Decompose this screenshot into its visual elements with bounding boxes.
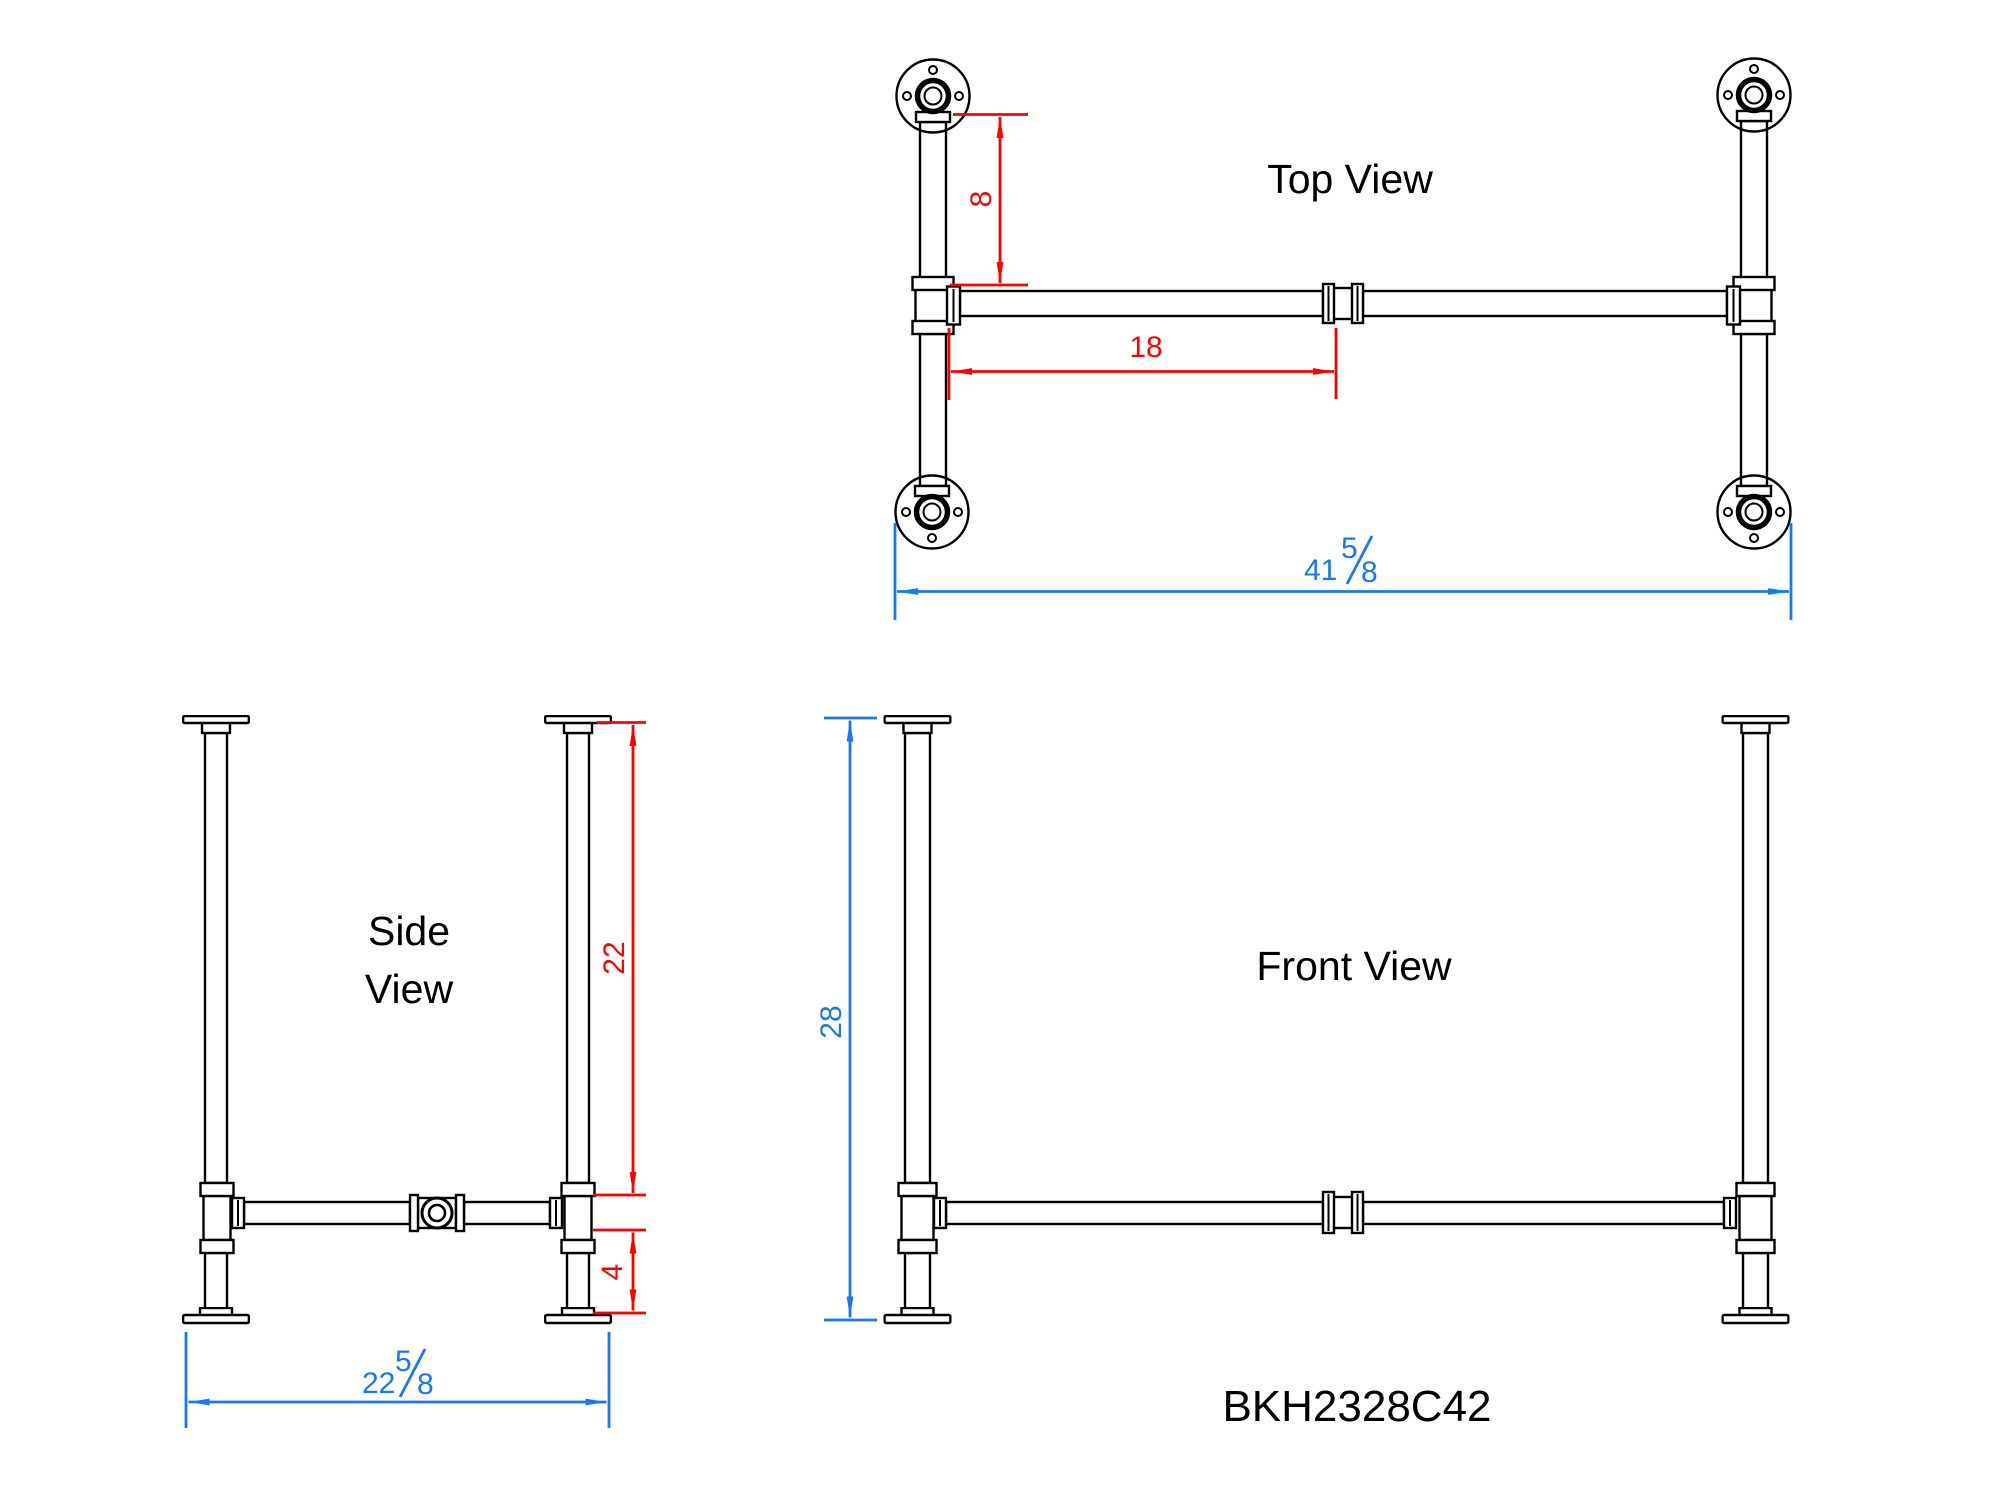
front-view-drawing — [885, 716, 1789, 1323]
top-view-flange-bottom-left — [896, 476, 969, 549]
front-view-right-foot-flange — [1723, 1308, 1789, 1323]
top-view-drawing — [896, 59, 1791, 549]
side-view-left-leg-lower — [203, 1251, 229, 1311]
front-view-right-leg-upper — [1741, 731, 1770, 1185]
top-view-center-coupling — [1321, 282, 1365, 325]
top-view-flange-top-right — [1718, 59, 1791, 132]
front-view-left-leg-upper — [903, 731, 932, 1185]
top-view-rail-left-segment — [958, 289, 1325, 318]
front-view-rail-left-segment — [944, 1200, 1325, 1226]
dimension-text-overall-height: 28 — [815, 1005, 848, 1038]
top-view-right-upper-pipe — [1739, 119, 1769, 280]
top-view-right-tee-fitting — [1725, 275, 1776, 336]
dimension-text-overall-depth-whole: 22 — [362, 1367, 395, 1400]
top-view-left-tee-fitting — [911, 275, 962, 336]
dimension-text-rail-to-floor: 4 — [596, 1264, 629, 1281]
side-view-right-leg-upper — [565, 731, 591, 1185]
front-view-dimension-overall-height: 28 — [815, 716, 877, 1322]
fraction-slash — [1345, 535, 1374, 585]
front-view-left-leg-lower — [903, 1251, 932, 1311]
front-view-left-foot-flange — [885, 1308, 951, 1323]
side-view-right-top-flange — [545, 716, 611, 733]
side-view-rail-right-segment — [462, 1200, 552, 1226]
part-number: BKH2328C42 — [1222, 1382, 1491, 1431]
dimension-text-overall-width-whole: 41 — [1304, 554, 1337, 587]
side-view-rail-left-segment — [242, 1200, 412, 1226]
dimension-text-overall-depth-numerator: 5 — [395, 1345, 412, 1378]
front-view-right-tee-fitting — [1722, 1181, 1776, 1255]
side-view-left-foot-flange — [183, 1308, 249, 1323]
side-view-drawing — [183, 716, 611, 1323]
dimension-text-leg-to-rail: 22 — [598, 941, 631, 974]
front-view-left-tee-fitting — [897, 1181, 948, 1255]
front-view-rail-right-segment — [1361, 1200, 1726, 1226]
side-view-left-leg-upper — [203, 731, 229, 1185]
side-view-left-tee-fitting — [199, 1181, 246, 1255]
front-view-right-leg-lower — [1741, 1251, 1770, 1311]
fraction-slash — [398, 1348, 427, 1398]
front-view-left-top-flange — [885, 716, 951, 733]
side-view-left-top-flange — [183, 716, 249, 733]
side-view-right-tee-fitting — [548, 1181, 596, 1255]
top-view-right-lower-pipe — [1739, 332, 1769, 488]
dimension-text-overall-width-denominator: 8 — [1361, 556, 1378, 589]
top-view-dimension-flange-to-rail: 8 — [950, 113, 1028, 287]
front-view-center-coupling — [1321, 1190, 1365, 1235]
side-view-right-foot-flange — [545, 1308, 611, 1323]
side-view-label-line2: View — [365, 966, 454, 1012]
side-view-dimension-overall-depth: 22 5 8 — [184, 1332, 611, 1428]
dimension-text-tee-to-coupling: 18 — [1129, 331, 1162, 364]
side-view-label-line1: Side — [368, 908, 450, 954]
top-view-left-upper-pipe — [918, 120, 948, 280]
front-view-label: Front View — [1256, 943, 1452, 989]
top-view-flange-top-left — [897, 60, 970, 133]
side-view-center-cross-fitting — [408, 1193, 466, 1233]
top-view-left-lower-pipe — [918, 332, 948, 488]
side-view-dimension-rail-to-floor: 4 — [593, 1228, 646, 1315]
top-view-dimension-overall-width: 41 5 8 — [893, 523, 1793, 620]
top-view-rail-right-segment — [1361, 289, 1729, 318]
top-view-label: Top View — [1267, 156, 1433, 202]
top-view-flange-bottom-right — [1718, 476, 1791, 549]
side-view-right-leg-lower — [565, 1251, 591, 1311]
dimension-text-flange-to-rail: 8 — [965, 191, 998, 208]
dimension-text-overall-width-numerator: 5 — [1341, 532, 1358, 565]
dimension-text-overall-depth-denominator: 8 — [417, 1368, 434, 1401]
top-view-dimension-tee-to-coupling: 18 — [947, 328, 1338, 400]
side-view-dimension-flange-to-rail: 22 — [593, 721, 646, 1197]
front-view-right-top-flange — [1723, 716, 1789, 733]
